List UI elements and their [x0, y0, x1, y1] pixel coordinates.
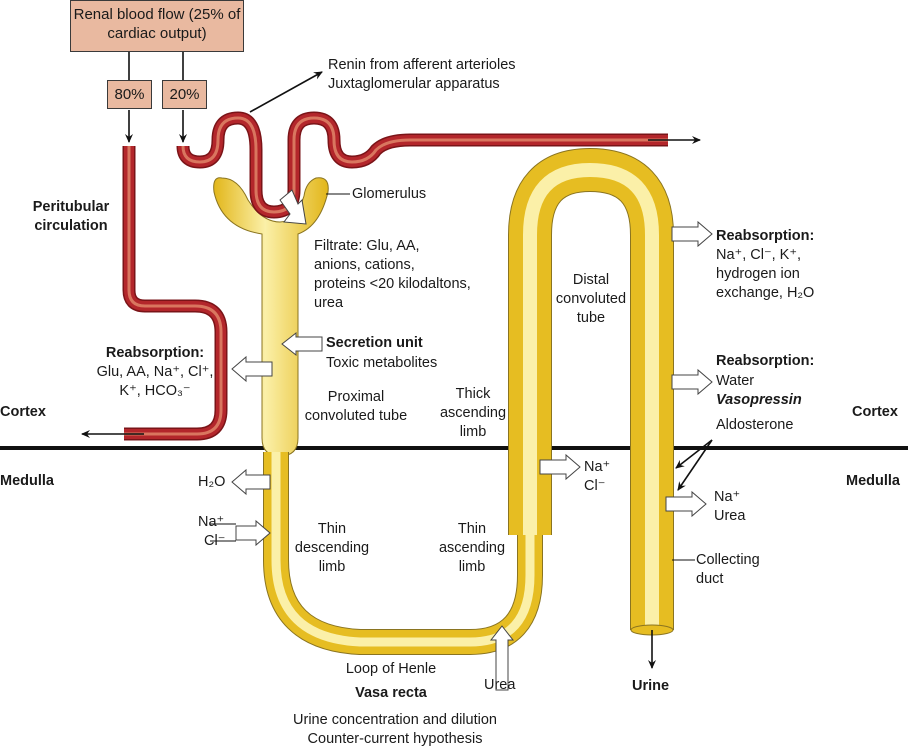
pct-reabsorption-arrow — [231, 355, 273, 383]
bottom-label-2: Counter-current hypothesis — [307, 731, 483, 747]
secretion-text: Toxic metabolites — [326, 355, 438, 371]
dct-reabsorption-line-3: exchange, H₂O — [716, 285, 815, 301]
dct-reabsorption-title: Reabsorption: — [716, 228, 815, 244]
aldosterone-label: Aldosterone — [716, 417, 794, 433]
na-in-label: Na⁺ — [198, 514, 225, 530]
cortex-label-right: Cortex — [852, 404, 898, 420]
peritubular-label-2: circulation — [34, 218, 108, 234]
vasa-recta-label: Vasa recta — [355, 685, 427, 701]
medulla-label-left: Medulla — [0, 473, 54, 489]
aldosterone-arrows — [675, 439, 713, 491]
cortex-label-left: Cortex — [0, 404, 46, 420]
thin-desc-label-1: Thin — [317, 521, 347, 537]
proximal-label-2: convoluted tube — [304, 408, 408, 424]
distal-label-1: Distal — [572, 272, 610, 288]
thin-desc-label-3: limb — [318, 559, 346, 575]
pct-reabsorption-title: Reabsorption: — [105, 345, 205, 361]
medulla-label-right: Medulla — [846, 473, 900, 489]
cd-na-urea-arrow — [665, 490, 707, 518]
collecting-label-2: duct — [696, 571, 724, 587]
secretion-title: Secretion unit — [326, 335, 423, 351]
leader-lines — [210, 193, 695, 561]
peritubular-label-1: Peritubular — [32, 199, 110, 215]
vasopressin-label: Vasopressin — [716, 392, 802, 408]
bowman-capsule — [213, 177, 329, 457]
distal-label-2: convoluted — [555, 291, 627, 307]
h2o-out-arrow — [231, 468, 271, 496]
thick-ascending-label-2: ascending — [439, 405, 507, 421]
nacl-in-arrow — [235, 519, 271, 547]
distal-label-3: tube — [576, 310, 606, 326]
filtrate-label-4: urea — [314, 295, 344, 311]
flow-arrows — [125, 52, 323, 143]
filtrate-label-3: proteins <20 kilodaltons, — [314, 276, 471, 292]
proximal-label-1: Proximal — [327, 389, 385, 405]
thin-asc-label-1: Thin — [457, 521, 487, 537]
loop-henle-label: Loop of Henle — [345, 661, 437, 677]
glomerulus-label: Glomerulus — [352, 186, 427, 202]
urine-label: Urine — [632, 678, 670, 694]
distal-tubule — [508, 147, 674, 630]
thin-asc-label-2: ascending — [438, 540, 506, 556]
h2o-out-label: H₂O — [198, 474, 226, 490]
bottom-label-1: Urine concentration and dilution — [293, 712, 497, 728]
dct-reabsorption-line-2: hydrogen ion — [716, 266, 800, 282]
filtrate-label-2: anions, cations, — [314, 257, 415, 273]
pct-reabsorption-line-1: Glu, AA, Na⁺, Cl⁺, — [96, 364, 214, 380]
dct-reabsorption-line-1: Na⁺, Cl⁻, K⁺, — [716, 247, 802, 263]
collecting-label-1: Collecting — [696, 552, 760, 568]
thin-desc-label-2: descending — [294, 540, 370, 556]
filtration-arrow — [279, 189, 307, 225]
thin-asc-label-3: limb — [458, 559, 486, 575]
cd-na-label: Na⁺ — [714, 489, 741, 505]
transport-arrows — [231, 189, 713, 691]
tal-cl-label: Cl⁻ — [584, 478, 606, 494]
peritubular-vessel — [122, 146, 228, 441]
cd-reabsorption-title: Reabsorption: — [716, 353, 815, 369]
renin-label-2: Juxtaglomerular apparatus — [328, 76, 500, 92]
pct-reabsorption-line-2: K⁺, HCO₃⁻ — [119, 383, 191, 399]
urea-in-arrow — [489, 625, 515, 691]
renal-blood-flow-box: Renal blood flow (25% of cardiac output) — [70, 0, 244, 52]
secretion-arrow — [281, 331, 323, 357]
loop-of-henle — [263, 452, 543, 655]
tal-nacl-arrow — [539, 453, 581, 481]
split-80-box: 80% — [107, 80, 152, 109]
cd-urea-label: Urea — [714, 508, 746, 524]
renin-label-1: Renin from afferent arterioles — [328, 57, 516, 73]
cd-reabsorption-water: Water — [716, 373, 755, 389]
tal-na-label: Na⁺ — [584, 459, 611, 475]
urea-in-label: Urea — [484, 677, 516, 693]
thick-ascending-label-3: limb — [459, 424, 487, 440]
thick-ascending-label-1: Thick — [455, 386, 491, 402]
dct-reabsorption-arrow — [671, 220, 713, 248]
split-20-box: 20% — [162, 80, 207, 109]
cd-water-arrow — [671, 368, 713, 396]
filtrate-label-1: Filtrate: Glu, AA, — [314, 238, 420, 254]
cl-in-label: Cl⁻ — [204, 533, 226, 549]
